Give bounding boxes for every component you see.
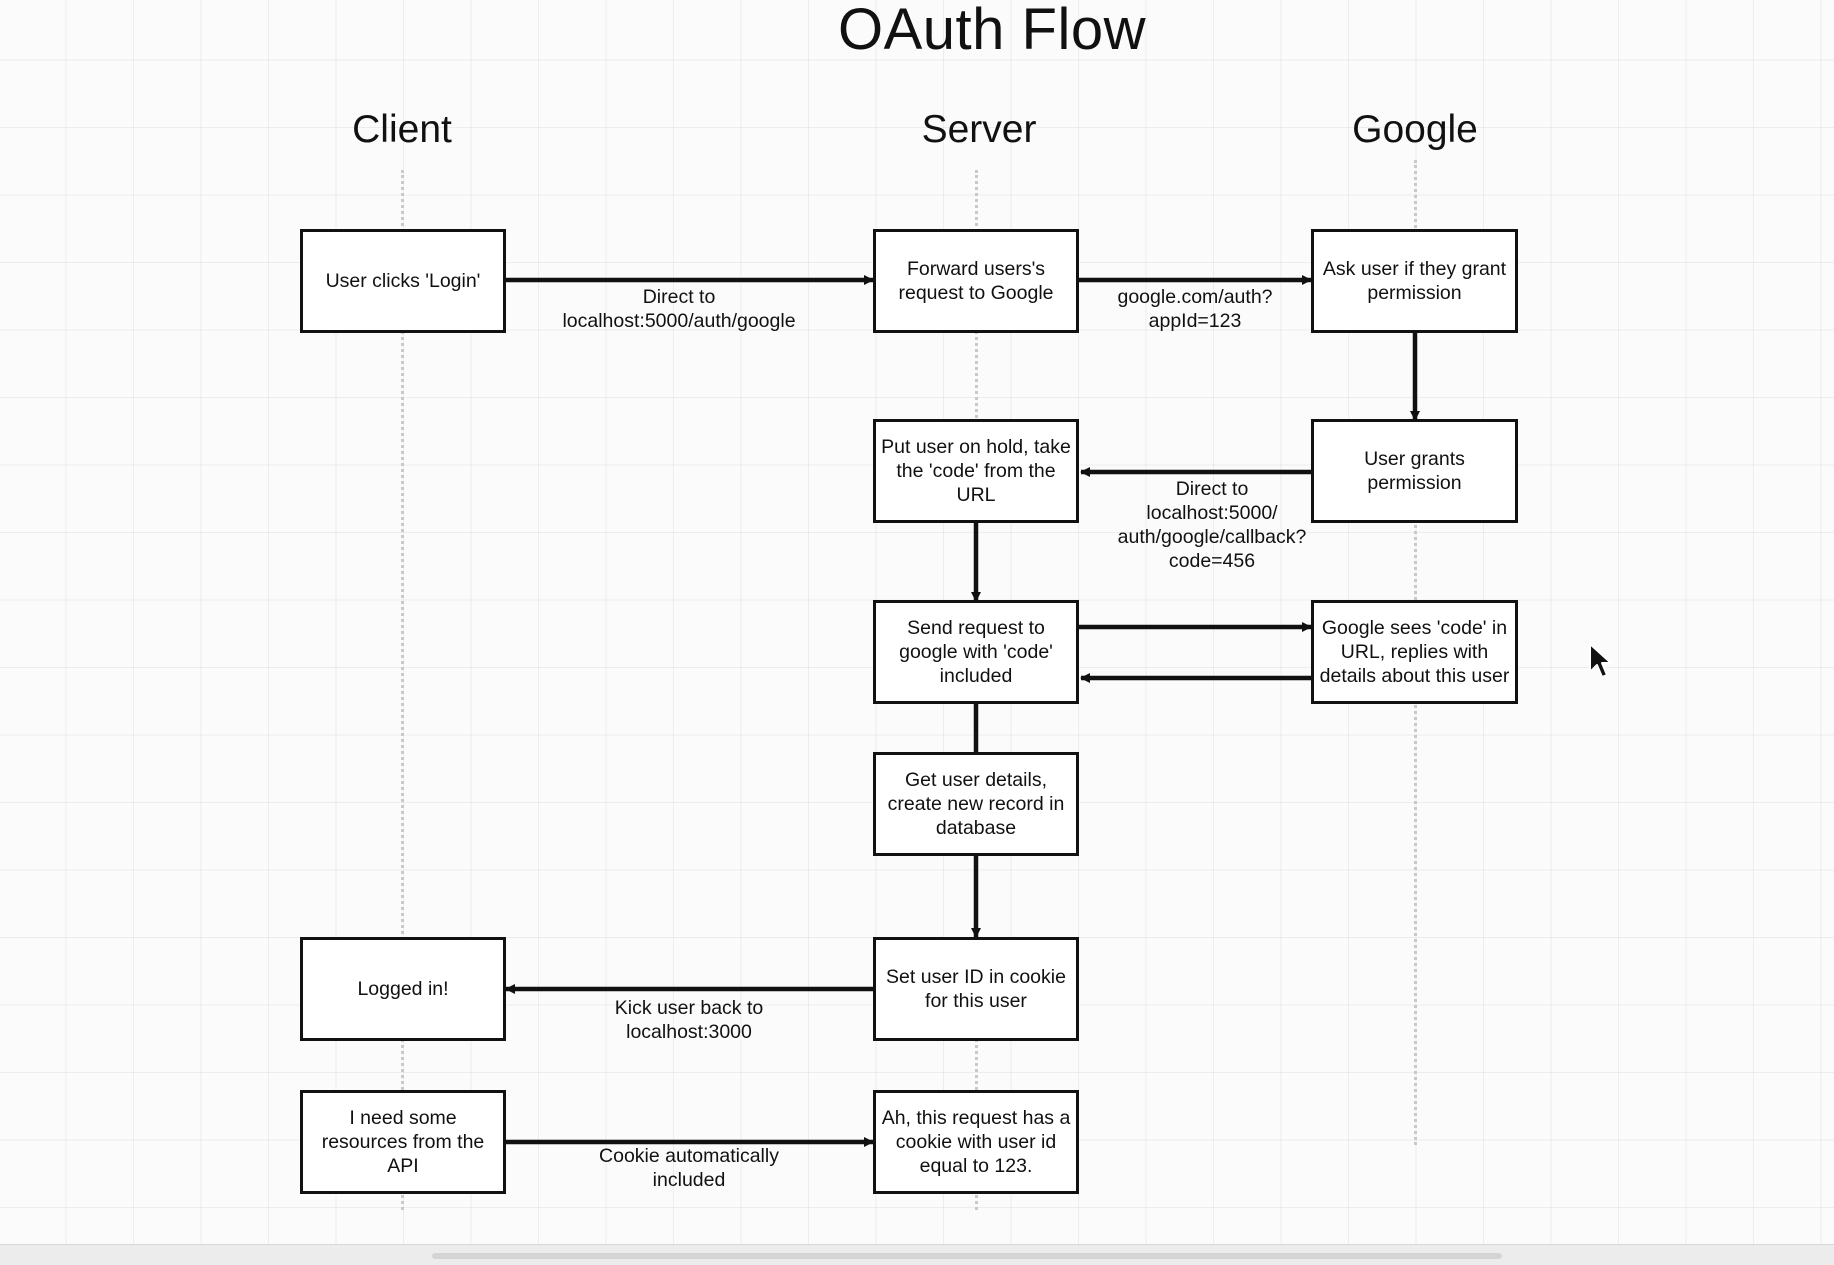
node-ask-permission[interactable]: Ask user if they grant permission [1311, 229, 1518, 333]
node-label: I need some resources from the API [321, 1107, 485, 1177]
node-send-request[interactable]: Send request to google with 'code' inclu… [873, 600, 1079, 704]
column-header-client: Client [352, 108, 452, 151]
edge-label-direct-auth-google: Direct to localhost:5000/auth/google [562, 286, 796, 332]
node-label: Ask user if they grant permission [1322, 258, 1507, 304]
node-put-on-hold[interactable]: Put user on hold, take the 'code' from t… [873, 419, 1079, 523]
node-label: Google sees 'code' in URL, replies with … [1319, 617, 1510, 687]
node-label: User grants permission [1364, 448, 1465, 494]
node-label: Forward users's request to Google [898, 258, 1054, 304]
node-get-user-details[interactable]: Get user details, create new record in d… [873, 752, 1079, 856]
mouse-cursor-icon [1589, 643, 1612, 678]
node-need-resources[interactable]: I need some resources from the API [300, 1090, 506, 1194]
node-cookie-has-id[interactable]: Ah, this request has a cookie with user … [873, 1090, 1079, 1194]
scrollbar-thumb[interactable] [432, 1253, 1502, 1259]
node-label: Set user ID in cookie for this user [886, 966, 1066, 1012]
node-label: Send request to google with 'code' inclu… [899, 617, 1053, 687]
node-google-sees-code[interactable]: Google sees 'code' in URL, replies with … [1311, 600, 1518, 704]
edge-label-kick-back: Kick user back to localhost:3000 [614, 997, 764, 1043]
edge-label-google-auth-appid: google.com/auth? appId=123 [1117, 286, 1273, 332]
node-label: Logged in! [357, 978, 449, 1000]
client-lifeline [401, 170, 404, 1210]
horizontal-scrollbar[interactable] [0, 1244, 1834, 1265]
node-label: User clicks 'Login' [325, 270, 481, 292]
node-user-clicks-login[interactable]: User clicks 'Login' [300, 229, 506, 333]
column-header-google: Google [1352, 108, 1478, 151]
node-label: Ah, this request has a cookie with user … [881, 1107, 1071, 1177]
node-logged-in[interactable]: Logged in! [300, 937, 506, 1041]
node-forward-request[interactable]: Forward users's request to Google [873, 229, 1079, 333]
node-set-cookie[interactable]: Set user ID in cookie for this user [873, 937, 1079, 1041]
node-label: Put user on hold, take the 'code' from t… [881, 436, 1071, 506]
column-header-server: Server [921, 108, 1037, 151]
edge-label-cookie-included: Cookie automatically included [599, 1145, 779, 1191]
edge-label-direct-callback: Direct to localhost:5000/ auth/google/ca… [1117, 478, 1307, 572]
node-label: Get user details, create new record in d… [887, 769, 1065, 839]
node-user-grants[interactable]: User grants permission [1311, 419, 1518, 523]
diagram-title: OAuth Flow [838, 0, 1146, 62]
